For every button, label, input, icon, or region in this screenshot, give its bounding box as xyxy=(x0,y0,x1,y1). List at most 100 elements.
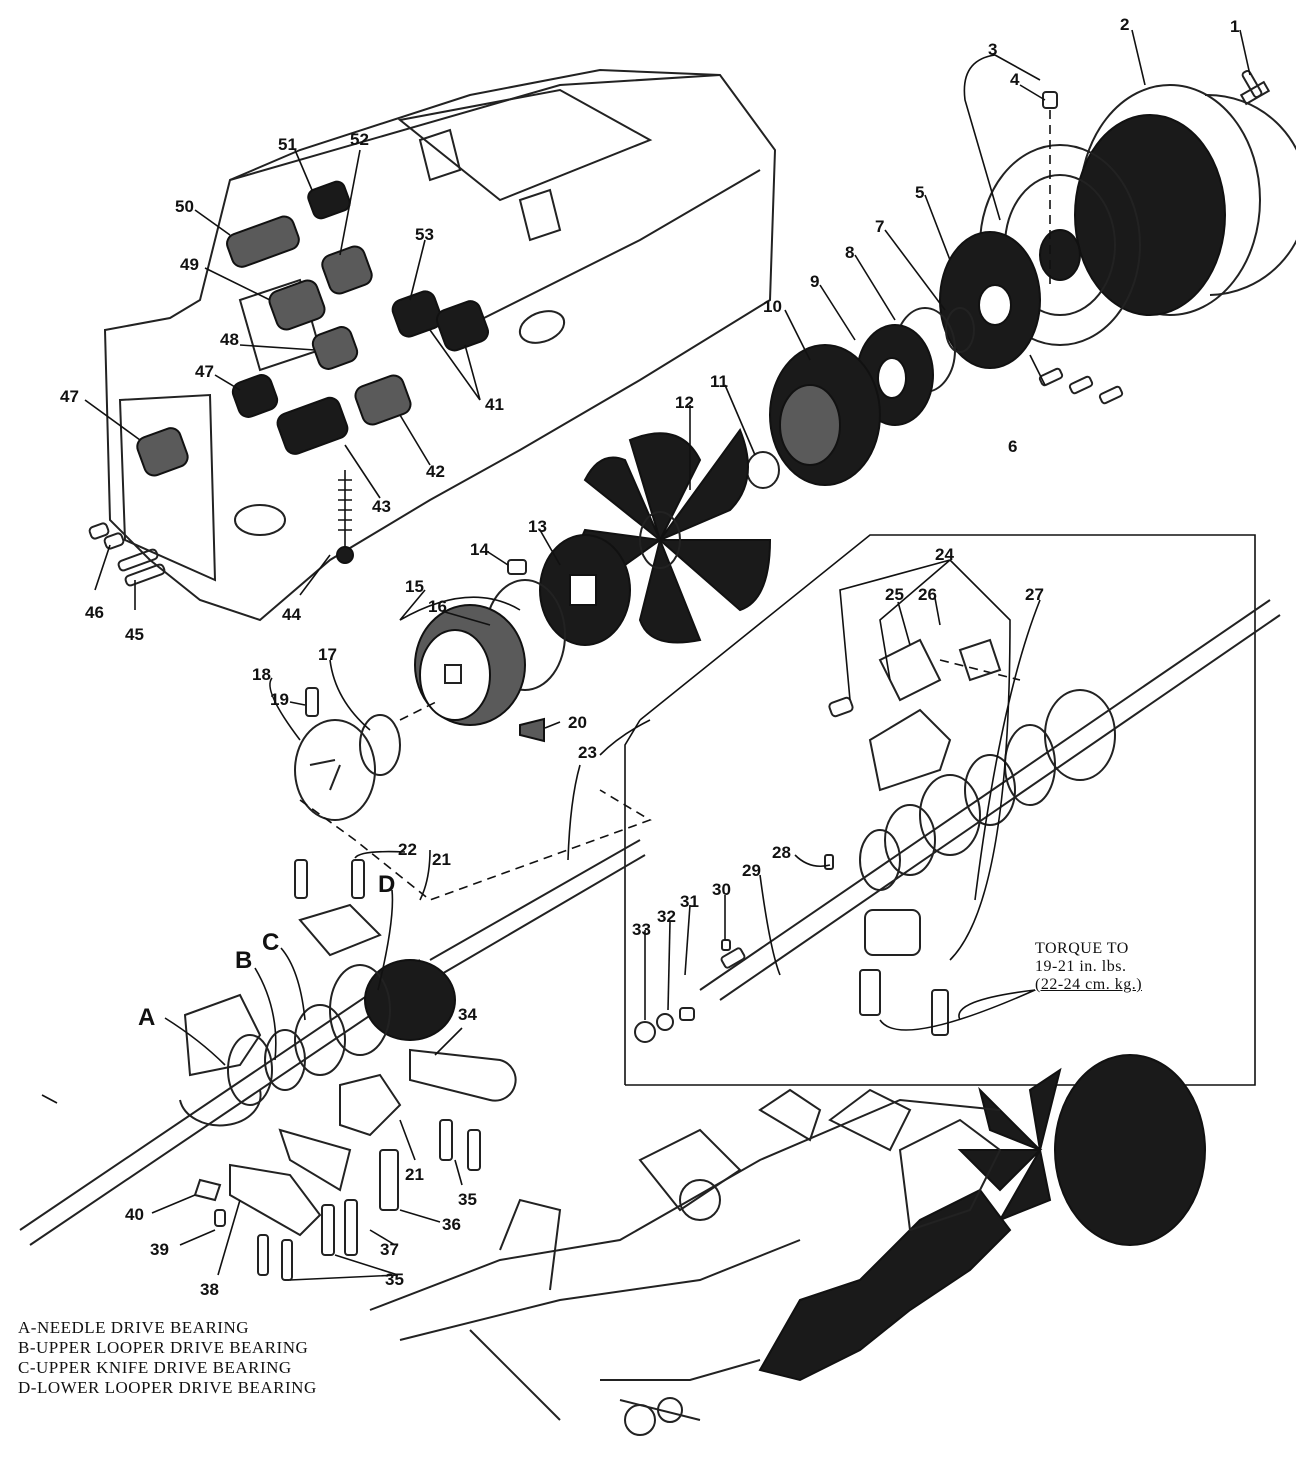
callout-52: 52 xyxy=(350,130,369,149)
legend-item-c: C-UPPER KNIFE DRIVE BEARING xyxy=(18,1358,292,1377)
callout-50: 50 xyxy=(175,197,194,216)
legend-item-a: A-NEEDLE DRIVE BEARING xyxy=(18,1318,250,1337)
callout-46: 46 xyxy=(85,603,104,622)
callout-26: 26 xyxy=(918,585,937,604)
ring-11 xyxy=(746,451,780,489)
callout-1: 1 xyxy=(1230,17,1239,36)
bushing-53 xyxy=(391,290,443,338)
callout-47: 47 xyxy=(60,387,79,406)
callout-5: 5 xyxy=(915,183,924,202)
callout-33: 33 xyxy=(632,920,651,939)
bushing-41 xyxy=(435,300,489,352)
plate-5 xyxy=(939,231,1041,369)
screw-20 xyxy=(519,717,545,743)
bushing-51 xyxy=(307,180,351,220)
callout-35: 35 xyxy=(458,1190,477,1209)
callout-29: 29 xyxy=(742,861,761,880)
collar-13 xyxy=(539,534,631,646)
screw-4 xyxy=(1042,91,1058,109)
callout-37: 37 xyxy=(380,1240,399,1259)
bushing-49 xyxy=(268,279,326,331)
letter-b: B xyxy=(235,947,252,974)
callout-9: 9 xyxy=(810,272,819,291)
torque-note: TORQUE TO 19-21 in. lbs. (22-24 cm. kg.) xyxy=(1035,940,1142,994)
callout-21: 21 xyxy=(432,850,451,869)
bushing-50 xyxy=(226,215,300,268)
callout-10: 10 xyxy=(763,297,782,316)
callout-49: 49 xyxy=(180,255,199,274)
screws-6 xyxy=(1038,367,1124,405)
lower-shaft-assembly xyxy=(19,839,646,1281)
callout-4: 4 xyxy=(1010,70,1020,89)
callout-19: 19 xyxy=(270,690,289,709)
pins-45-46 xyxy=(88,522,166,587)
complete-assembly xyxy=(369,1054,1206,1436)
bushing-43 xyxy=(276,396,349,455)
callout-47b: 47 xyxy=(195,362,214,381)
screw-1 xyxy=(1239,69,1271,106)
leader-lines xyxy=(84,29,1251,1281)
callout-12: 12 xyxy=(675,393,694,412)
callout-30: 30 xyxy=(712,880,731,899)
callout-43: 43 xyxy=(372,497,391,516)
callout-45: 45 xyxy=(125,625,144,644)
fan-12 xyxy=(577,427,772,644)
torque-line-2: 19-21 in. lbs. xyxy=(1035,958,1127,975)
callout-44: 44 xyxy=(282,605,301,624)
callout-35b: 35 xyxy=(385,1270,404,1289)
callout-38: 38 xyxy=(200,1280,219,1299)
callout-13: 13 xyxy=(528,517,547,536)
callout-31: 31 xyxy=(680,892,699,911)
callout-14: 14 xyxy=(470,540,489,559)
legend-item-d: D-LOWER LOOPER DRIVE BEARING xyxy=(18,1378,317,1397)
callout-7: 7 xyxy=(875,217,884,236)
main-shaft-inset xyxy=(634,599,1281,1043)
alignment-lines xyxy=(299,110,1051,901)
callout-27: 27 xyxy=(1025,585,1044,604)
callout-labels: 1 2 3 4 5 6 7 8 9 10 11 12 13 14 15 16 1… xyxy=(60,15,1239,1299)
callout-36: 36 xyxy=(442,1215,461,1234)
torque-line-3: (22-24 cm. kg.) xyxy=(1035,976,1143,993)
callout-28: 28 xyxy=(772,843,791,862)
callout-34: 34 xyxy=(458,1005,477,1024)
screw-14 xyxy=(507,559,527,575)
callout-21b: 21 xyxy=(405,1165,424,1184)
spring-44 xyxy=(336,470,354,564)
callout-51: 51 xyxy=(278,135,297,154)
bushing-48 xyxy=(311,326,359,370)
callout-2: 2 xyxy=(1120,15,1129,34)
torque-line-1: TORQUE TO xyxy=(1035,940,1129,957)
letter-a: A xyxy=(138,1004,155,1031)
callout-16: 16 xyxy=(428,597,447,616)
callout-11: 11 xyxy=(710,372,728,391)
letter-d: D xyxy=(378,871,395,898)
callout-32: 32 xyxy=(657,907,676,926)
collar-10 xyxy=(769,344,881,486)
callout-15: 15 xyxy=(405,577,424,596)
bearing-legend: A-NEEDLE DRIVE BEARING B-UPPER LOOPER DR… xyxy=(18,1318,317,1398)
bushing-42 xyxy=(354,374,412,426)
callout-8: 8 xyxy=(845,243,854,262)
callout-18: 18 xyxy=(252,665,271,684)
pulley-15 xyxy=(414,604,526,726)
bushing-52 xyxy=(321,245,373,295)
letter-c: C xyxy=(262,929,279,956)
callout-53: 53 xyxy=(415,225,434,244)
callout-22: 22 xyxy=(398,840,417,859)
ring-17 xyxy=(359,714,401,776)
callout-41: 41 xyxy=(485,395,504,414)
inset-frame xyxy=(624,534,1256,1086)
callout-42: 42 xyxy=(426,462,445,481)
screw-19 xyxy=(305,687,319,717)
callout-23: 23 xyxy=(578,743,597,762)
callout-6: 6 xyxy=(1008,437,1017,456)
machine-housing xyxy=(88,68,777,622)
callout-17: 17 xyxy=(318,645,337,664)
callout-3: 3 xyxy=(988,40,997,59)
legend-item-b: B-UPPER LOOPER DRIVE BEARING xyxy=(18,1338,309,1357)
bushing-47b xyxy=(136,427,189,477)
callout-39: 39 xyxy=(150,1240,169,1259)
collar-18 xyxy=(294,719,376,821)
callout-40: 40 xyxy=(125,1205,144,1224)
